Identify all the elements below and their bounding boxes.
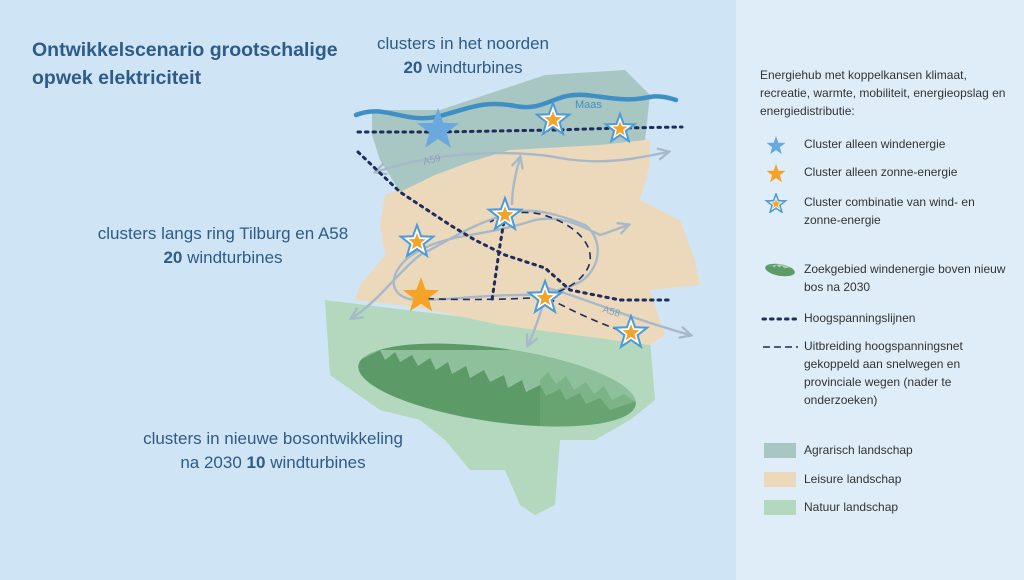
map: Maas A59 A58 [325,70,700,515]
solar-star-icon [766,164,786,183]
forest-search-area [358,343,640,430]
legend-item-solar: Cluster alleen zonne-energie [760,163,1010,183]
callout-ring-count: 20 [163,248,183,267]
legend-label-grid-expansion: Uitbreiding hoogspanningsnet gekoppeld a… [804,339,963,407]
callout-ring: clusters langs ring Tilburg en A58 20 wi… [78,222,368,270]
legend-label-leisure: Leisure landschap [804,472,902,486]
legend-label-wind: Cluster alleen windenergie [804,137,946,151]
callout-north-line1: clusters in het noorden [377,34,549,53]
legend-item-wind: Cluster alleen windenergie [760,135,1010,155]
callout-ring-line1: clusters langs ring Tilburg en A58 [97,224,349,243]
agrarisch-swatch-icon [760,441,800,461]
callout-north: clusters in het noorden 20 windturbines [360,32,566,80]
legend-item-agrarisch: Agrarisch landschap [760,441,1010,461]
forest-ellipse-icon [765,263,795,277]
callout-north-count: 20 [403,58,423,77]
legend-label-agrarisch: Agrarisch landschap [804,443,913,457]
river-maas [353,92,679,121]
wind-star-icon [766,136,786,155]
hv-line-diagonal [356,150,674,302]
legend-item-hv-lines: Hoogspanningslijnen [760,309,1010,329]
hv-line-cross [490,213,507,302]
road-a58-label: A58 [601,304,622,320]
hv-line-north [356,125,684,134]
legend-label-forest: Zoekgebied windenergie boven nieuw bos n… [804,262,1006,294]
dashed-line-icon [763,346,798,348]
legend-label-solar: Cluster alleen zonne-energie [804,165,958,179]
legend-item-leisure: Leisure landschap [760,470,1010,490]
callout-forest: clusters in nieuwe bosontwikkeling na 20… [118,427,428,475]
high-voltage-lines [356,125,684,302]
legend-item-combo: Cluster combinatie van wind- en zonne-en… [760,193,1010,233]
road-ring [352,209,628,318]
combo-cluster-marker [602,111,638,144]
river-label: Maas [575,99,602,111]
legend-label-hv-lines: Hoogspanningslijnen [804,311,916,325]
dotted-line-icon [761,317,800,321]
combo-cluster-marker [486,195,524,232]
road-a59 [376,152,668,172]
callout-forest-line1: clusters in nieuwe bosontwikkeling [143,429,403,448]
callout-forest-count: 10 [246,453,266,472]
road-north-spur [512,158,520,206]
callout-north-count-line: 20 windturbines [360,56,566,80]
legend-label-combo: Cluster combinatie van wind- en zonne-en… [804,195,975,227]
legend-item-forest: Zoekgebied windenergie boven nieuw bos n… [760,260,1010,300]
callout-ring-unit: windturbines [187,248,283,267]
combo-star-icon [764,193,788,213]
combo-cluster-marker [612,313,650,350]
combo-cluster-marker [534,100,572,137]
wind-cluster-marker [417,108,459,148]
callout-ring-count-line: 20 windturbines [78,246,368,270]
page-title: Ontwikkelscenario grootschalige opwek el… [32,39,338,89]
legend-label-natuur: Natuur landschap [804,500,899,514]
callout-forest-count-line: na 2030 10 windturbines [118,451,428,475]
natuur-swatch-icon [760,498,800,518]
legend-item-grid-expansion: Uitbreiding hoogspanningsnet gekoppeld a… [760,337,1010,413]
legend-item-natuur: Natuur landschap [760,498,1010,518]
legend-intro: Energiehub met koppelkansen klimaat, rec… [760,68,1006,118]
callout-forest-unit: windturbines [270,453,366,472]
leisure-swatch-icon [760,470,800,490]
solar-cluster-marker [402,277,440,312]
combo-cluster-marker [398,222,436,259]
road-a59-label: A59 [422,153,442,168]
callout-forest-prefix: na 2030 [180,453,242,472]
callout-north-unit: windturbines [427,58,523,77]
combo-cluster-marker [526,278,564,315]
